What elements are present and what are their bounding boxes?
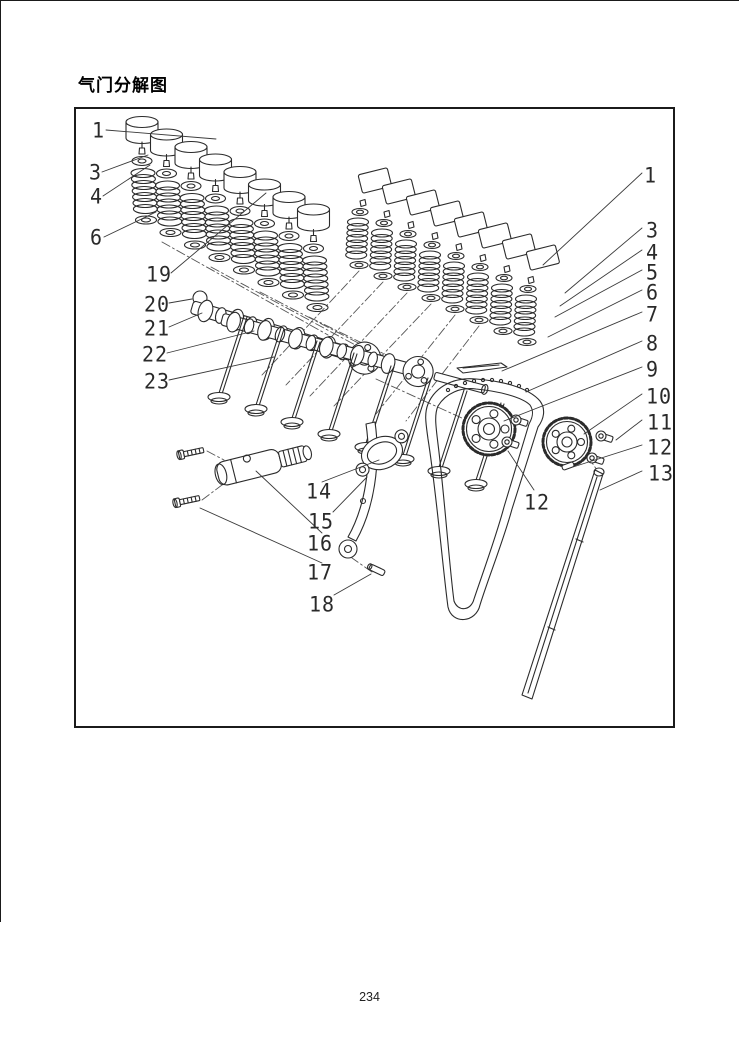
shim-assemblies-right (345, 167, 561, 347)
page-title: 气门分解图 (78, 76, 168, 95)
diagram-frame: 1 3 4 6 19 20 21 22 23 1 3 4 5 6 7 8 9 1… (74, 107, 675, 728)
callout-mid-16: 16 (307, 529, 334, 556)
callout-mid-14: 14 (306, 477, 333, 504)
tensioner-blade (521, 467, 605, 700)
callout-right-9: 9 (646, 355, 660, 382)
callout-right-8: 8 (646, 329, 660, 356)
callout-right-12: 12 (647, 433, 674, 460)
callout-mid-17: 17 (307, 558, 334, 585)
camshaft-rear (220, 311, 489, 395)
page-top-edge-line (0, 0, 739, 1)
callout-left-1: 1 (92, 116, 106, 143)
callout-mid-15: 15 (308, 507, 335, 534)
chain-tensioner (214, 445, 313, 486)
sprocket-bolts (501, 414, 614, 471)
gasket (355, 429, 409, 477)
callout-right-3: 3 (646, 216, 660, 243)
callout-right-7: 7 (646, 300, 660, 327)
callout-left-3: 3 (89, 158, 103, 185)
callout-right-1: 1 (644, 161, 658, 188)
callout-right-5: 5 (646, 258, 660, 285)
callout-mid-18: 18 (309, 590, 336, 617)
callout-right-6: 6 (646, 278, 660, 305)
callout-left-19: 19 (146, 260, 173, 287)
callout-right-4: 4 (646, 238, 660, 265)
callout-chain-12: 12 (524, 488, 551, 515)
callout-left-23: 23 (144, 367, 171, 394)
callout-right-13: 13 (648, 459, 675, 486)
mounting-bolts (171, 445, 205, 509)
callout-left-6: 6 (90, 223, 104, 250)
callout-left-22: 22 (142, 340, 169, 367)
page-left-edge-line (0, 0, 1, 922)
exploded-valve-diagram (101, 115, 643, 700)
page-number: 234 (359, 990, 380, 1004)
callout-right-10: 10 (646, 382, 673, 409)
cam-sprocket-right (541, 416, 593, 468)
callout-left-4: 4 (90, 182, 104, 209)
callout-right-11: 11 (647, 408, 674, 435)
callout-left-21: 21 (144, 314, 171, 341)
timing-chain (425, 377, 545, 621)
pivot-pin (366, 563, 386, 576)
leader-lines (101, 129, 643, 596)
key-strip (456, 362, 508, 374)
callout-left-20: 20 (144, 290, 171, 317)
